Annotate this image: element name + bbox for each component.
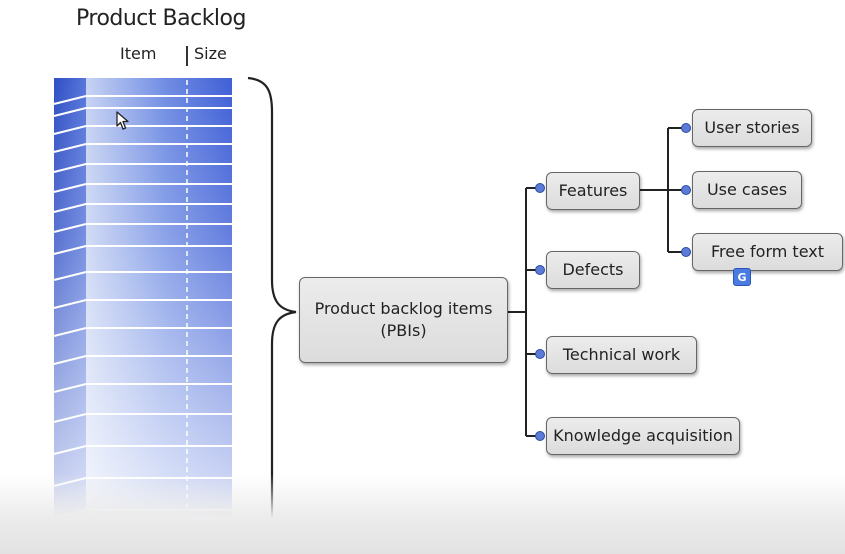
google-translate-icon[interactable]: G <box>733 268 751 286</box>
node-use-cases: Use cases <box>692 171 802 209</box>
mouse-pointer-icon <box>116 111 130 135</box>
node-user-stories: User stories <box>692 109 812 147</box>
column-divider <box>186 46 188 66</box>
node-defects: Defects <box>546 251 640 289</box>
connector-dot-use-cases <box>681 185 691 195</box>
connector-dot-free-form-text <box>681 247 691 257</box>
connector-dot-defects <box>535 265 545 275</box>
node-technical-work: Technical work <box>546 336 697 374</box>
stack-fade-overlay <box>54 78 232 540</box>
connector-dot-features <box>535 183 545 193</box>
node-features: Features <box>546 172 640 210</box>
connector-dot-knowledge-acquisition <box>535 431 545 441</box>
connector-dot-user-stories <box>681 123 691 133</box>
node-root-line1: Product backlog items <box>314 299 493 319</box>
connector-dot-technical-work <box>535 349 545 359</box>
curly-brace <box>247 76 297 544</box>
column-header-item: Item <box>120 44 157 63</box>
backlog-title: Product Backlog <box>76 6 246 31</box>
column-header-size: Size <box>194 44 227 63</box>
node-knowledge-acquisition: Knowledge acquisition <box>546 417 740 455</box>
node-product-backlog-items: Product backlog items (PBIs) <box>299 277 508 363</box>
node-root-line2: (PBIs) <box>380 321 427 340</box>
backlog-stack <box>53 78 232 540</box>
node-free-form-text: Free form text <box>692 233 843 271</box>
